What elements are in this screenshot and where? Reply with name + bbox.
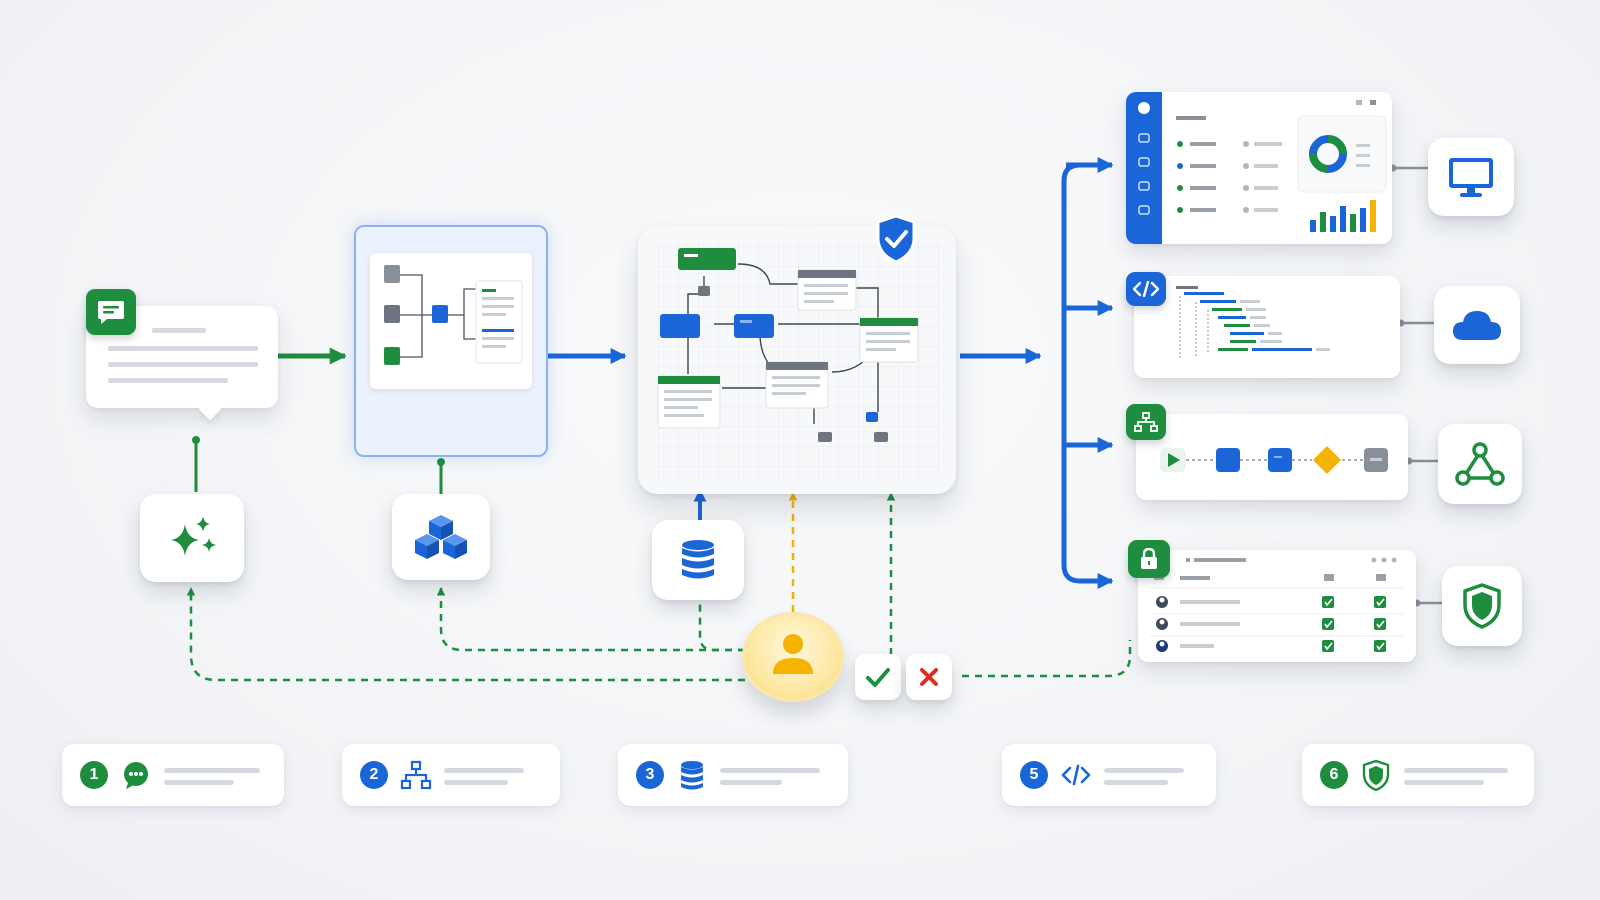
branch-tile[interactable] <box>1438 424 1522 504</box>
ai-generate-tile[interactable] <box>140 494 244 582</box>
legend-number: 6 <box>1320 761 1348 789</box>
code-badge <box>1126 272 1166 306</box>
check-icon <box>866 668 890 687</box>
approve-button[interactable] <box>855 654 901 700</box>
workflow-canvas[interactable] <box>638 226 956 494</box>
workflow-steps <box>1160 446 1388 474</box>
dashboard-sidebar <box>1126 92 1162 244</box>
legend-number: 2 <box>360 761 388 789</box>
lock-icon <box>1141 548 1157 569</box>
shield-check-icon <box>876 214 916 264</box>
monitor-icon <box>1449 158 1493 197</box>
feedback-database <box>698 602 745 652</box>
feedback-to-intake <box>186 587 745 682</box>
database-icon <box>682 540 714 579</box>
chat-icon <box>124 762 148 789</box>
database-tile[interactable] <box>652 520 744 600</box>
dashboard-content <box>1138 100 1387 232</box>
legend-number: 1 <box>80 761 108 789</box>
hierarchy-icon <box>1134 412 1158 432</box>
feedback-to-design <box>436 587 745 652</box>
reject-button[interactable] <box>906 654 952 700</box>
code-icon <box>1061 764 1091 786</box>
monitor-tile[interactable] <box>1428 138 1514 216</box>
sparkle-icon <box>171 516 216 556</box>
legend-item-1[interactable]: 1 <box>62 744 284 806</box>
reviewer-avatar[interactable] <box>742 612 844 702</box>
code-panel[interactable] <box>1134 276 1400 378</box>
legend-item-2[interactable]: 2 <box>342 744 560 806</box>
hierarchy-icon <box>400 760 432 790</box>
canvas-flow <box>652 240 942 480</box>
code-icon <box>1133 281 1159 297</box>
close-icon <box>920 668 938 686</box>
workflow-panel[interactable] <box>1136 414 1408 500</box>
access-table <box>1150 557 1404 652</box>
legend-number: 5 <box>1020 761 1048 789</box>
shield-icon <box>1362 759 1390 791</box>
dashboard-panel[interactable] <box>1126 92 1392 244</box>
hierarchy-badge <box>1126 404 1166 440</box>
legend-number: 3 <box>636 761 664 789</box>
lock-badge <box>1128 540 1170 578</box>
shield-icon <box>1463 583 1501 629</box>
cubes-icon <box>415 515 467 559</box>
legend-item-3[interactable]: 3 <box>618 744 848 806</box>
legend-item-6[interactable]: 6 <box>1302 744 1534 806</box>
components-tile[interactable] <box>392 494 490 580</box>
chat-badge <box>86 289 136 335</box>
branch-icon <box>1455 442 1505 486</box>
design-mini-flow <box>384 265 523 365</box>
user-icon <box>773 634 813 674</box>
security-tile[interactable] <box>1442 566 1522 646</box>
cloud-tile[interactable] <box>1434 286 1520 364</box>
chat-icon <box>98 301 124 324</box>
canvas-shield-badge <box>874 214 918 264</box>
cloud-icon <box>1453 311 1501 340</box>
design-panel[interactable] <box>354 225 548 457</box>
access-table-panel[interactable] <box>1138 550 1416 662</box>
code-lines <box>1176 286 1330 360</box>
database-icon <box>681 761 703 790</box>
feedback-from-access <box>962 640 1132 678</box>
fanout-trunk <box>1061 162 1081 584</box>
legend-item-5[interactable]: 5 <box>1002 744 1216 806</box>
